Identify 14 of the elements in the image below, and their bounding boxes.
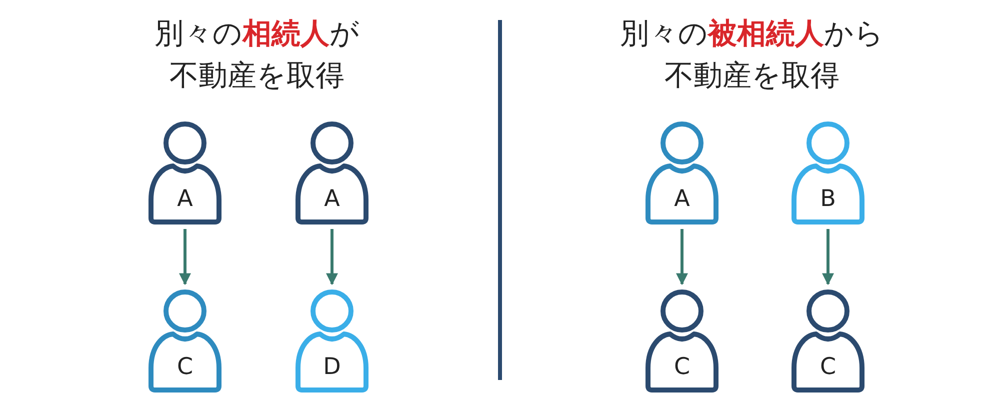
- person-letter: B: [819, 186, 837, 212]
- person-letter: D: [322, 354, 342, 380]
- arrow: [676, 229, 688, 286]
- panel-heading: 別々の被相続人から不動産を取得: [619, 15, 885, 94]
- person-letter: C: [818, 354, 838, 380]
- panel-heading: 別々の相続人が不動産を取得: [154, 15, 360, 94]
- arrow: [326, 229, 338, 286]
- person-letter: A: [323, 186, 341, 212]
- arrow: [179, 229, 191, 286]
- person-letter: A: [673, 186, 691, 212]
- arrow: [822, 229, 834, 286]
- person-letter: A: [176, 186, 194, 212]
- person-letter: C: [672, 354, 692, 380]
- person-letter: C: [176, 354, 194, 380]
